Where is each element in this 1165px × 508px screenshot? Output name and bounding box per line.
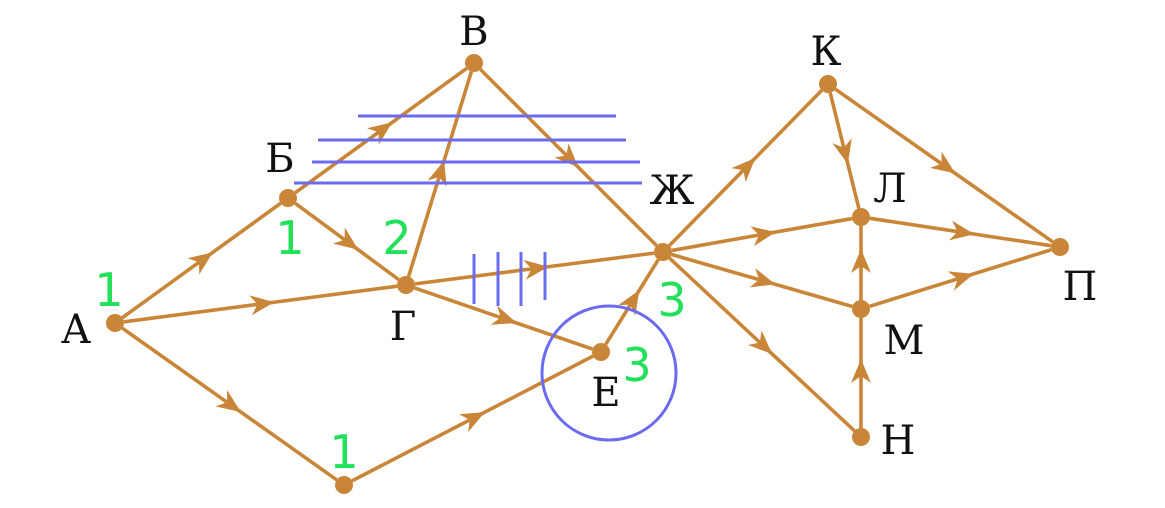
edge-b-v-arrow (294, 121, 393, 195)
edge-zh-n (760, 343, 856, 433)
count-e: 3 (622, 338, 651, 392)
edge-l-p (960, 230, 1052, 248)
edge-b-g (345, 240, 400, 282)
count-x: 1 (329, 425, 358, 479)
edge-a-x (228, 402, 338, 482)
count-g: 2 (382, 211, 411, 265)
vertex-zh (654, 243, 672, 261)
edge-g-zh-arrow (414, 259, 549, 286)
edge-zh-m-arrow (671, 252, 776, 288)
vertex-n (852, 428, 870, 446)
vertex-label-l: Л (873, 166, 906, 212)
path-counts: 1 1 2 1 3 3 (94, 211, 686, 479)
edge-l-p-arrow (869, 216, 975, 241)
edge-zh-m (761, 278, 853, 309)
edge-zh-n-arrow (668, 256, 773, 355)
vertex-m (852, 300, 870, 318)
crossed-out-marks (294, 114, 642, 306)
vertices-group (106, 54, 1069, 494)
vertex-p (1051, 238, 1069, 256)
vertex-label-n: Н (881, 418, 916, 464)
edge-e-zh (630, 258, 660, 303)
vertex-v (465, 54, 483, 72)
vertex-e (592, 343, 610, 361)
edge-g-v-arrow (406, 160, 447, 277)
edge-m-p (959, 247, 1052, 280)
vertex-x (335, 476, 353, 494)
vertex-label-m: М (884, 318, 925, 364)
edge-b-v (379, 66, 468, 132)
vertex-a (106, 314, 124, 332)
vertex-label-g: Г (390, 304, 416, 350)
edge-a-g (260, 284, 398, 306)
vertex-label-zh: Ж (650, 168, 695, 214)
vertex-label-a: А (61, 307, 91, 353)
edge-v-zh-arrow (479, 68, 579, 168)
edges-group (121, 66, 1054, 483)
edge-a-b (200, 201, 282, 262)
vertex-b (279, 189, 297, 207)
vertex-label-e: Е (591, 370, 620, 416)
edge-g-e-arrow (413, 286, 517, 325)
count-b: 1 (275, 211, 304, 265)
vertex-k (819, 75, 837, 93)
edge-g-v (438, 71, 474, 175)
edge-k-l (842, 150, 861, 209)
edge-a-g-arrow (123, 295, 275, 324)
vertex-label-k: К (811, 29, 842, 75)
vertex-l (852, 208, 870, 226)
edge-zh-l-arrow (671, 226, 776, 253)
edge-g-e (502, 316, 594, 351)
edge-x-e (471, 354, 594, 421)
vertex-labels: А Б В Г Е Ж К Л М Н П (61, 9, 1098, 464)
count-zh: 3 (657, 273, 686, 327)
edge-a-x-arrow (121, 326, 241, 413)
edge-zh-k (744, 89, 823, 170)
edge-v-zh (567, 156, 658, 247)
vertex-label-v: В (459, 9, 488, 55)
highlight-circle-e (540, 304, 678, 442)
edge-a-b-arrow (121, 252, 213, 320)
count-a: 1 (94, 263, 123, 317)
vertex-g (397, 276, 415, 294)
vertex-label-b: Б (265, 136, 294, 182)
edge-b-g-arrow (294, 201, 359, 251)
edge-k-p-arrow (834, 87, 956, 174)
vertex-label-p: П (1063, 264, 1098, 310)
edge-x-e-arrow (351, 411, 485, 483)
edge-zh-k-arrow (668, 158, 756, 247)
edge-k-p (942, 164, 1054, 244)
edge-g-zh (534, 251, 655, 271)
edge-zh-l (761, 216, 853, 237)
edge-m-p-arrow (869, 271, 974, 309)
